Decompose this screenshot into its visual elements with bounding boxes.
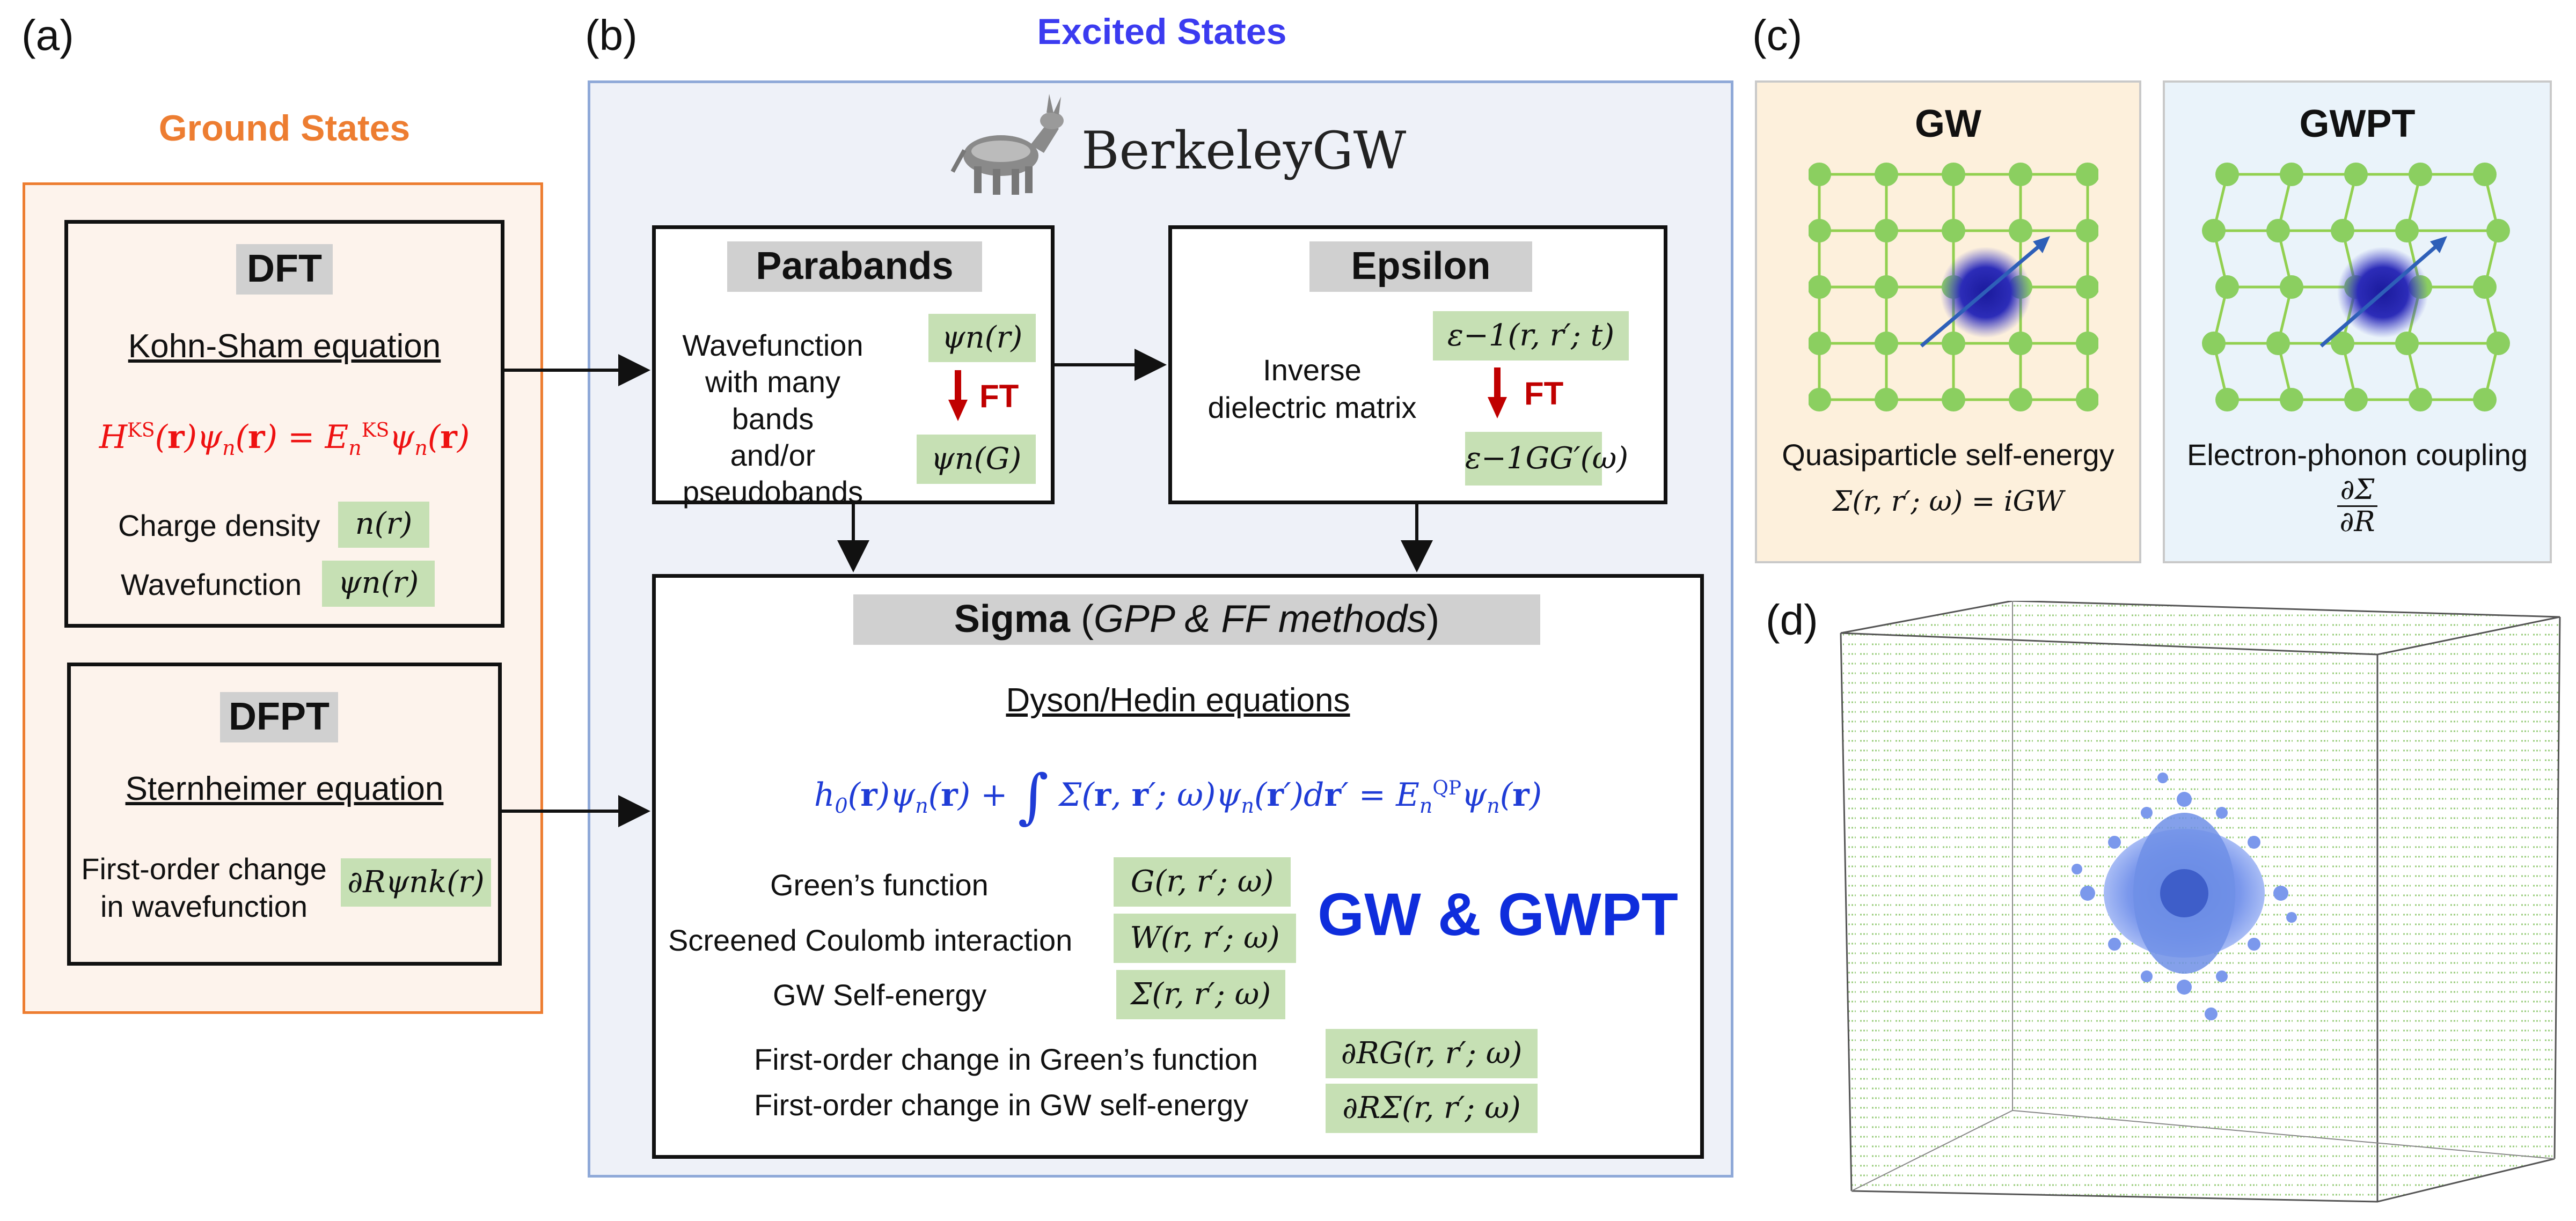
sigma-tag-italic: GPP & FF methods	[1093, 598, 1427, 641]
gw-self-energy-value: Σ(r, r′; ω)	[1116, 970, 1285, 1019]
parabands-desc-line1: Wavefunction	[682, 328, 863, 362]
parabands-description: Wavefunction with many bands and/or pseu…	[660, 327, 885, 511]
gw-formula: Σ(r, r′; ω) = iGW	[1832, 486, 2064, 518]
screened-coulomb-value: W(r, r′; ω)	[1114, 914, 1296, 963]
gw-title: GW	[1915, 102, 1981, 145]
screened-coulomb-label: Screened Coulomb interaction	[668, 923, 1073, 957]
parabands-desc-line2: with many bands	[705, 365, 841, 436]
greens-function-label: Green’s function	[770, 868, 989, 902]
charge-density-value: n(r)	[338, 502, 429, 548]
sternheimer-title: Sternheimer equation	[125, 770, 444, 807]
first-order-greens-value: ∂RG(r, r′; ω)	[1326, 1029, 1538, 1078]
gw-self-energy-label: GW Self-energy	[773, 978, 987, 1012]
down-arrow-icon	[1488, 367, 1507, 418]
gw-lattice	[1809, 163, 2098, 411]
panel-label-d: (d)	[1766, 596, 1818, 644]
parabands-psi-r: ψn(r)	[928, 314, 1036, 362]
gwpt-caption: Electron-phonon coupling	[2186, 438, 2528, 472]
kohn-sham-equation-text: HKS(r)ψn(r) = EnKSψn(r)	[99, 418, 470, 460]
dft-tag: DFT	[236, 244, 333, 295]
dfpt-tag: DFPT	[220, 692, 338, 742]
sigma-tag-bold: Sigma	[954, 598, 1070, 641]
gw-gwpt-big-label: GW & GWPT	[1318, 881, 1678, 948]
epsilon-ft-label: FT	[1524, 376, 1564, 411]
kohn-sham-title: Kohn-Sham equation	[128, 328, 441, 365]
ground-states-title: Ground States	[158, 108, 411, 149]
gwpt-title: GWPT	[2299, 102, 2416, 145]
berkeleygw-logo-text: BerkeleyGW	[1081, 121, 1407, 181]
berkeleygw-logo: BerkeleyGW	[942, 91, 1406, 198]
kohn-sham-equation: HKS(r)ψn(r) = EnKSψn(r)	[64, 418, 504, 460]
epsilon-ft-arrow: FT	[1487, 367, 1594, 421]
supercell-visualization	[1840, 601, 2561, 1203]
first-order-change-label: First-order change in wavefunction	[75, 850, 333, 925]
parabands-ft-arrow: FT	[947, 370, 1055, 424]
epsilon-desc-line1: Inverse	[1263, 353, 1362, 387]
first-order-greens-label: First-order change in Green’s function	[754, 1042, 1258, 1076]
gw-caption: Quasiparticle self-energy	[1782, 438, 2114, 472]
first-order-self-energy-value: ∂RΣ(r, r′; ω)	[1326, 1084, 1538, 1133]
parabands-ft-label: FT	[979, 378, 1019, 414]
first-order-change-line2: in wavefunction	[100, 889, 308, 923]
first-order-change-line1: First-order change	[81, 852, 327, 886]
gwpt-formula-numerator: ∂Σ	[2337, 474, 2378, 507]
sigma-tag: Sigma (GPP & FF methods)	[853, 594, 1540, 645]
charge-density-cluster	[2072, 773, 2297, 1020]
epsilon-tag: Epsilon	[1309, 241, 1532, 292]
excited-states-title: Excited States	[1037, 11, 1287, 52]
charge-density-label: Charge density	[118, 509, 320, 542]
epsilon-desc-line2: dielectric matrix	[1208, 391, 1417, 424]
gwpt-panel	[2163, 80, 2552, 563]
panel-label-a: (a)	[21, 11, 74, 59]
parabands-tag: Parabands	[727, 241, 982, 292]
epsilon-description: Inverse dielectric matrix	[1170, 351, 1454, 426]
panel-label-c: (c)	[1752, 11, 1803, 59]
first-order-self-energy-label: First-order change in GW self-energy	[754, 1088, 1249, 1122]
gwpt-lattice	[2202, 163, 2510, 411]
connector-arrows	[502, 349, 1433, 827]
gwpt-formula-denominator: ∂R	[2339, 506, 2375, 539]
parabands-desc-line3: and/or	[730, 438, 816, 472]
dyson-hedin-title: Dyson/Hedin equations	[1006, 682, 1350, 719]
dyson-equation-text: h0(r)ψn(r) + ∫ Σ(r, r′; ω)ψn(r′)dr′ = En…	[814, 762, 1542, 830]
down-arrow-icon	[948, 370, 968, 421]
epsilon-inverse-t: ε−1(r, r′; t)	[1433, 311, 1629, 361]
epsilon-inverse-omega: ε−1GG′(ω)	[1465, 432, 1628, 486]
parabands-psi-g: ψn(G)	[917, 435, 1036, 484]
panel-label-b: (b)	[585, 11, 638, 59]
first-order-change-value: ∂Rψnk(r)	[341, 858, 491, 907]
donkey-mascot-icon	[950, 94, 1064, 195]
dyson-equation: h0(r)ψn(r) + ∫ Σ(r, r′; ω)ψn(r′)dr′ = En…	[652, 762, 1704, 830]
parabands-desc-line4: pseudobands	[682, 475, 863, 509]
gwpt-formula: ∂Σ ∂R	[2163, 474, 2552, 539]
greens-function-value: G(r, r′; ω)	[1114, 857, 1291, 907]
wavefunction-label: Wavefunction	[121, 568, 302, 601]
dfpt-box	[67, 663, 502, 966]
wavefunction-value: ψn(r)	[322, 561, 435, 607]
